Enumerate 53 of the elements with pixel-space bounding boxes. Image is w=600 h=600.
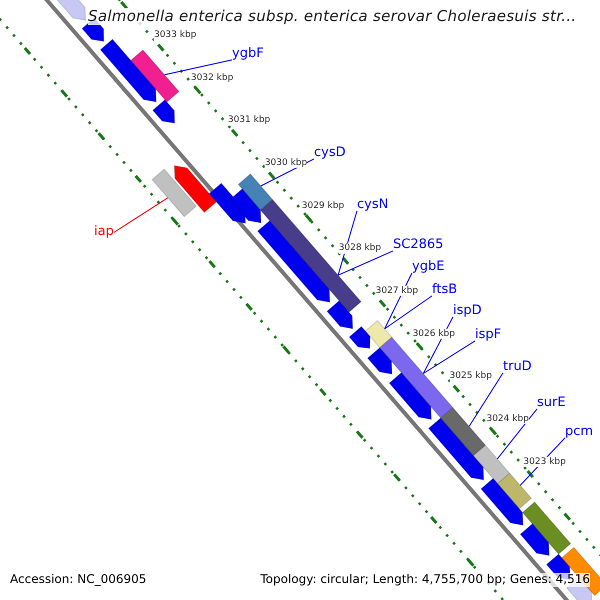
gene-feature [130, 49, 180, 103]
tick-label: 3027 kbp [376, 286, 418, 296]
leader-line [113, 197, 168, 233]
gene-feature [256, 220, 330, 303]
gene-label: pcm [565, 425, 594, 440]
gene-feature [496, 472, 532, 510]
gene-feature [238, 173, 274, 211]
gene-label: ygbF [232, 47, 264, 62]
gene-label: ygbE [412, 260, 444, 275]
gene-feature [100, 38, 157, 102]
gene-feature [428, 417, 484, 480]
gene-feature [366, 347, 393, 375]
leader-line [422, 340, 476, 374]
tick-label: 3026 kbp [412, 328, 455, 339]
leader-line [468, 372, 504, 427]
gene-feature [364, 320, 392, 348]
footer-text: Accession: NC_006905 [10, 573, 146, 587]
gene-label: truD [503, 360, 532, 375]
gene-label: surE [537, 396, 566, 411]
gene-feature [229, 188, 262, 224]
leader-line [496, 408, 538, 460]
gene-feature [326, 300, 354, 330]
tick-label: 3029 kbp [302, 200, 344, 211]
gene-feature [440, 406, 486, 456]
title: Salmonella enterica subsp. enterica serovar Choleraesuis str... [88, 8, 576, 26]
tick-label: 3032 kbp [190, 72, 234, 83]
footer-text: Topology: circular; Length: 4,755,700 bp; Genes: 4,516 [260, 573, 590, 587]
gene-feature [520, 523, 550, 556]
tick-label: 3024 kbp [486, 414, 529, 424]
gene-feature [151, 168, 197, 218]
gene-label: cysD [314, 146, 346, 161]
gene-label: SC2865 [393, 238, 444, 253]
gene-label: iap [94, 225, 114, 240]
gene-label: ispD [453, 304, 482, 319]
gene-feature [472, 444, 510, 484]
tick-label: 3028 kbp [338, 243, 382, 254]
tick-label: 3030 kbp [264, 158, 308, 168]
tick-label: 3031 kbp [228, 115, 270, 126]
gene-feature [174, 165, 218, 214]
gene-feature [348, 326, 371, 349]
gene-label: ispF [475, 328, 502, 343]
gene-feature [388, 372, 432, 420]
gene-feature [522, 501, 572, 555]
gene-label: ftsB [432, 283, 458, 298]
gene-label: cysN [357, 198, 388, 213]
tick-label: 3033 kbp [154, 30, 196, 40]
tick-label: 3025 kbp [450, 371, 492, 382]
leader-line [338, 250, 394, 276]
tick-label: 3023 kbp [523, 456, 566, 467]
gene-feature [480, 478, 524, 526]
gene-feature [152, 99, 176, 124]
leader-line [384, 295, 432, 330]
leader-line [164, 59, 232, 76]
